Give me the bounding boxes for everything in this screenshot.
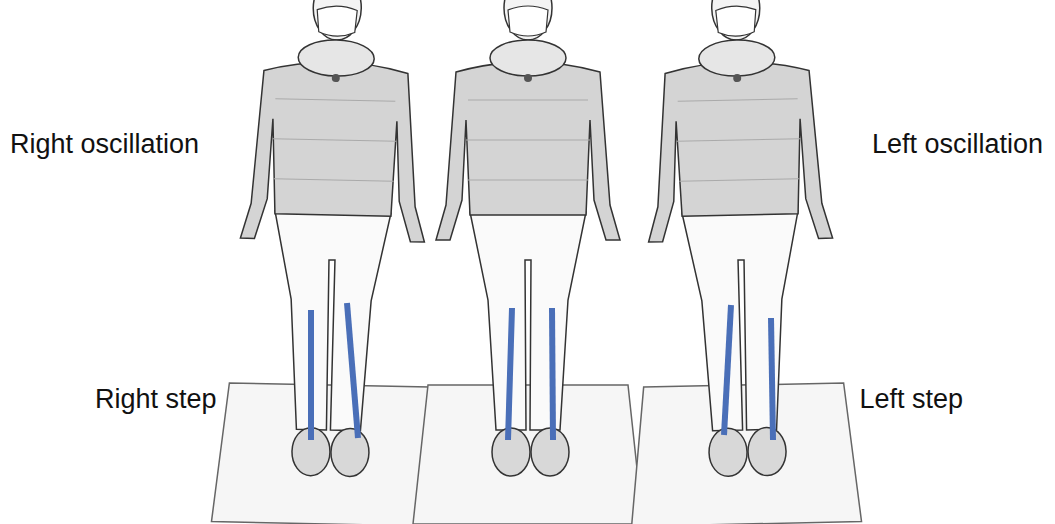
person-sketch: [620, 0, 861, 524]
figure-label: Right step: [95, 383, 217, 415]
figure-label: Left step: [859, 383, 963, 415]
person-sketch: [211, 0, 452, 524]
figure-label: Right oscillation: [10, 128, 199, 160]
person-sketch: [413, 0, 643, 524]
figure-label: Left oscillation: [872, 128, 1043, 160]
leg-axis-lines: [311, 303, 773, 440]
